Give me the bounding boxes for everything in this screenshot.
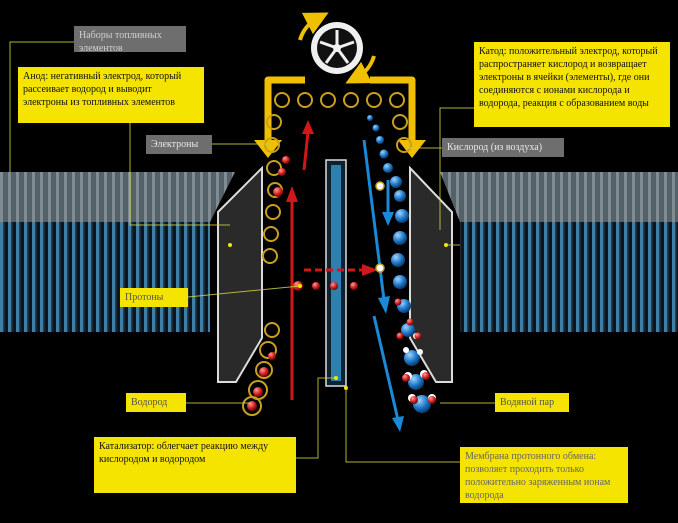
electrons-top-row (264, 92, 412, 153)
label-protons: Протоны (120, 288, 188, 307)
proton-exchange-membrane (325, 159, 347, 387)
anode-plate (217, 165, 263, 383)
oxygen-flow-arrows (362, 139, 404, 432)
wheel-icon (298, 12, 376, 84)
label-oxygen: Кислород (из воздуха) (442, 138, 564, 157)
label-membrane: Мембрана протонного обмена: позволяет пр… (460, 447, 628, 503)
label-water-vapor: Водяной пар (495, 393, 569, 412)
proton-flow-arrows (286, 120, 378, 400)
label-fuel-stacks: Наборы топливных элементов (74, 26, 186, 54)
oxygen-particles (367, 115, 431, 413)
label-electrons: Электроны (146, 135, 212, 154)
water-molecules (375, 181, 436, 404)
cathode-plate (409, 165, 453, 383)
fuel-stack-right (440, 172, 678, 332)
label-catalyst: Катализатор: облегчает реакцию между кис… (94, 437, 296, 493)
fuel-stack-left (0, 172, 235, 332)
label-anode: Анод: негативный электрод, который рассе… (18, 67, 204, 123)
label-hydrogen: Водород (126, 393, 186, 412)
label-cathode: Катод: положительный электрод, который р… (474, 42, 670, 127)
